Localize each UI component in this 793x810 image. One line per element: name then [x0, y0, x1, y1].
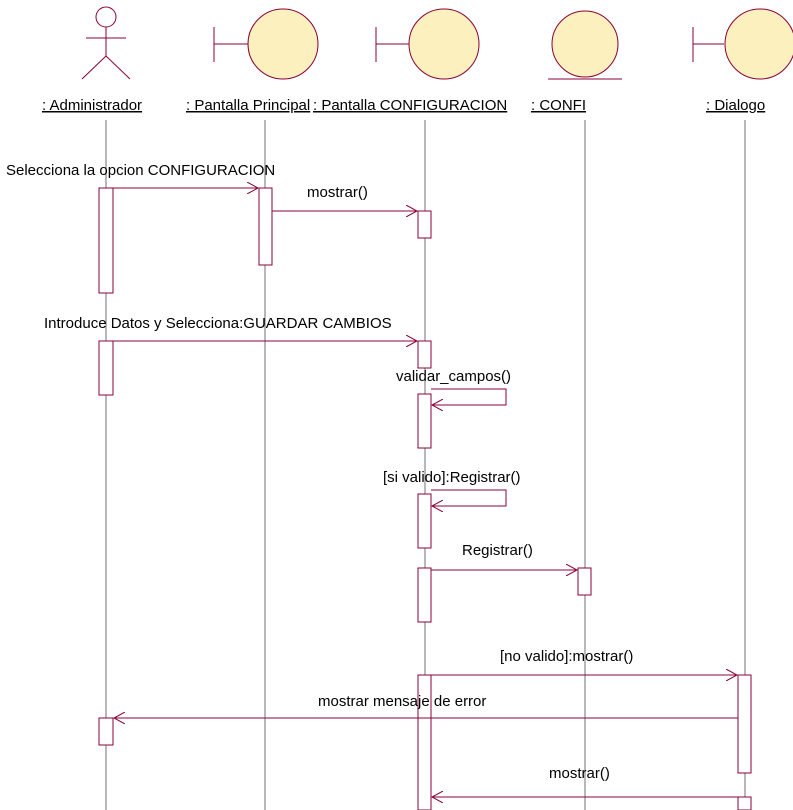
boundary-icon: [692, 8, 793, 80]
activation-bar: [417, 674, 432, 810]
participant-label-confi: : CONFI: [531, 97, 586, 114]
activation-bar: [417, 210, 432, 239]
self-message-arrow: [431, 388, 507, 405]
activation-bar: [417, 493, 432, 549]
activation-bar: [737, 674, 752, 774]
participant-label-administrador: : Administrador: [42, 97, 142, 114]
activation-bar: [737, 796, 752, 810]
entity-icon: [548, 10, 622, 80]
message-label: Registrar(): [462, 542, 533, 559]
self-message-arrow: [431, 489, 507, 506]
activation-bar: [98, 340, 114, 396]
message-label: mostrar(): [307, 184, 368, 201]
message-label: [no valido]:mostrar(): [500, 648, 633, 665]
message-label: mostrar mensaje de error: [318, 693, 486, 710]
activation-bar: [417, 567, 432, 623]
participant-label-dialogo: : Dialogo: [706, 97, 765, 114]
participant-label-pantalla-principal: : Pantalla Principal: [186, 97, 310, 114]
activation-bar: [98, 187, 114, 294]
message-label: mostrar(): [549, 765, 610, 782]
activation-bar: [417, 393, 432, 449]
boundary-icon: [213, 8, 319, 80]
message-label: Selecciona la opcion CONFIGURACION: [6, 162, 275, 179]
activation-bar: [98, 717, 114, 746]
activation-bar: [258, 187, 273, 266]
message-label: validar_campos(): [396, 368, 511, 385]
activation-bar: [417, 340, 432, 369]
actor-icon: [81, 6, 131, 80]
message-label: [si valido]:Registrar(): [383, 469, 521, 486]
activation-bar: [577, 567, 592, 596]
participant-label-pantalla-configuracion: : Pantalla CONFIGURACION: [313, 97, 507, 114]
message-label: Introduce Datos y Selecciona:GUARDAR CAM…: [44, 315, 392, 332]
boundary-icon: [375, 8, 480, 80]
